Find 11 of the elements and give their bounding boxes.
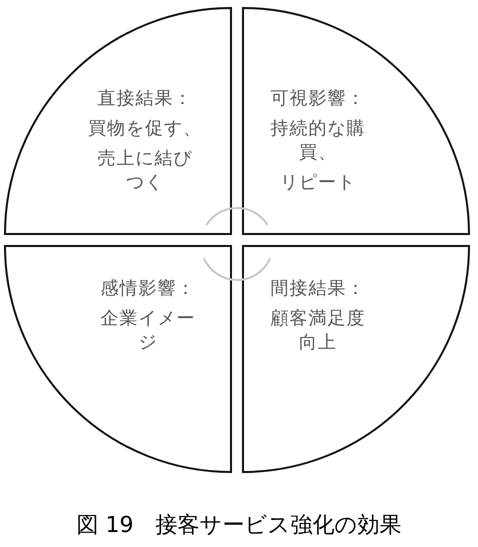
quadrant-text: 買物を促す、 <box>88 117 202 141</box>
quadrant-text: 企業イメージ <box>100 307 196 355</box>
quadrant-text: 売上に結びつく <box>96 147 194 195</box>
quadrant-text: 顧客満足度向上 <box>270 307 366 355</box>
quadrant-heading: 感情影響： <box>100 277 196 301</box>
figure-caption: 図 19 接客サービス強化の効果 <box>76 512 402 540</box>
quadrant-text: リピート <box>280 171 356 195</box>
quadrant-heading: 直接結果： <box>98 87 192 111</box>
quadrant-text: 持続的な購買、 <box>270 117 366 165</box>
quadrant-heading: 間接結果： <box>270 277 366 301</box>
quadrant-heading: 可視影響： <box>270 87 366 111</box>
